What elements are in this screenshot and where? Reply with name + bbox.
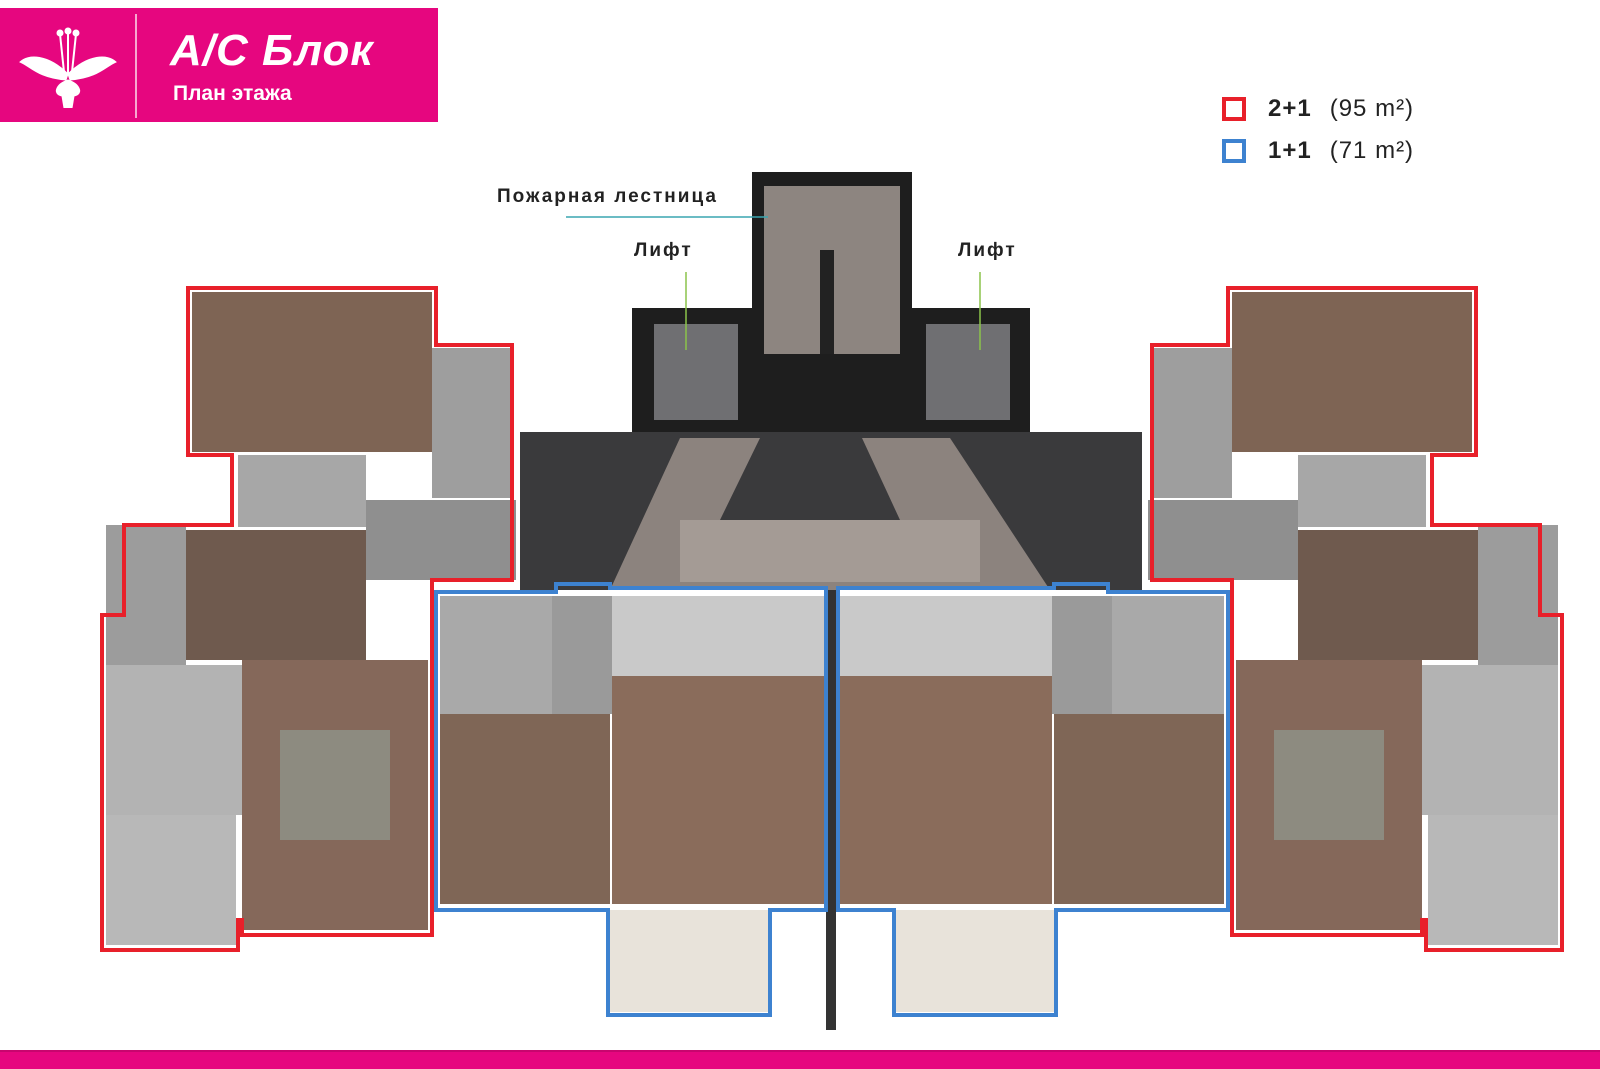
bedroom-1plus1-left xyxy=(440,714,610,904)
kitchen-1plus1-left xyxy=(612,596,824,676)
header-divider xyxy=(135,14,137,118)
left-units xyxy=(100,286,828,1017)
terrace-1plus1-right xyxy=(896,910,1054,1012)
blue-square-icon xyxy=(1222,139,1246,163)
bedroom-1plus1-right xyxy=(1054,714,1224,904)
center-wall xyxy=(826,590,836,1030)
unit-2plus1-right-outline xyxy=(1150,286,1564,952)
hall-1plus1-left xyxy=(552,596,612,714)
lift-left-label: Лифт xyxy=(634,240,693,261)
lift-right xyxy=(926,324,1010,420)
bedroom2-left xyxy=(186,530,366,660)
bath-left-2 xyxy=(238,455,366,527)
balcony-left-1 xyxy=(106,525,186,665)
legend-item-1plus1: 1+1 (71 m²) xyxy=(1222,137,1415,164)
block-title: А/С Блок xyxy=(170,26,374,75)
kitchen-1plus1-right xyxy=(840,596,1052,676)
unit-2plus1-left-outline xyxy=(100,286,514,952)
bath-right-2 xyxy=(1298,455,1426,527)
terrace-left xyxy=(106,815,236,945)
legend-type: 1+1 xyxy=(1268,137,1312,164)
lily-logo-icon xyxy=(19,27,117,108)
unit-1plus1-left-outline xyxy=(434,582,828,1017)
bath-1plus1-right xyxy=(1112,596,1224,714)
bath-left-1 xyxy=(432,348,510,498)
bedroom2-right xyxy=(1298,530,1478,660)
living-1plus1-left xyxy=(612,676,824,904)
lift-left xyxy=(654,324,738,420)
kitchen-left xyxy=(106,665,242,815)
fire-stairs-label: Пожарная лестница xyxy=(497,186,718,207)
hall-left xyxy=(366,500,516,580)
legend-area: (95 m²) xyxy=(1329,95,1415,122)
corridor-steps xyxy=(680,520,980,582)
terrace-right xyxy=(1428,815,1558,945)
hall-1plus1-right xyxy=(1052,596,1112,714)
legend-type: 2+1 xyxy=(1268,95,1312,122)
footer-bar xyxy=(0,1050,1600,1069)
rug-left xyxy=(280,730,390,840)
lift-right-label: Лифт xyxy=(958,240,1017,261)
legend-area: (71 m²) xyxy=(1329,137,1415,164)
living-1plus1-right xyxy=(840,676,1052,904)
balcony-right-1 xyxy=(1478,525,1558,665)
bedroom-right xyxy=(1232,292,1472,452)
stair-well xyxy=(820,250,834,354)
kitchen-right xyxy=(1422,665,1558,815)
terrace-1plus1-left xyxy=(610,910,768,1012)
hall-right xyxy=(1148,500,1298,580)
bedroom-left xyxy=(192,292,432,452)
right-units xyxy=(836,286,1564,1017)
rug-right xyxy=(1274,730,1384,840)
red-square-icon xyxy=(1222,97,1246,121)
bath-1plus1-left xyxy=(440,596,552,714)
legend-item-2plus1: 2+1 (95 m²) xyxy=(1222,95,1415,122)
unit-1plus1-right-outline xyxy=(836,582,1230,1017)
bath-right-1 xyxy=(1154,348,1232,498)
floor-plan-subtitle: План этажа xyxy=(173,82,292,105)
title-banner: А/С Блок План этажа xyxy=(0,8,438,122)
